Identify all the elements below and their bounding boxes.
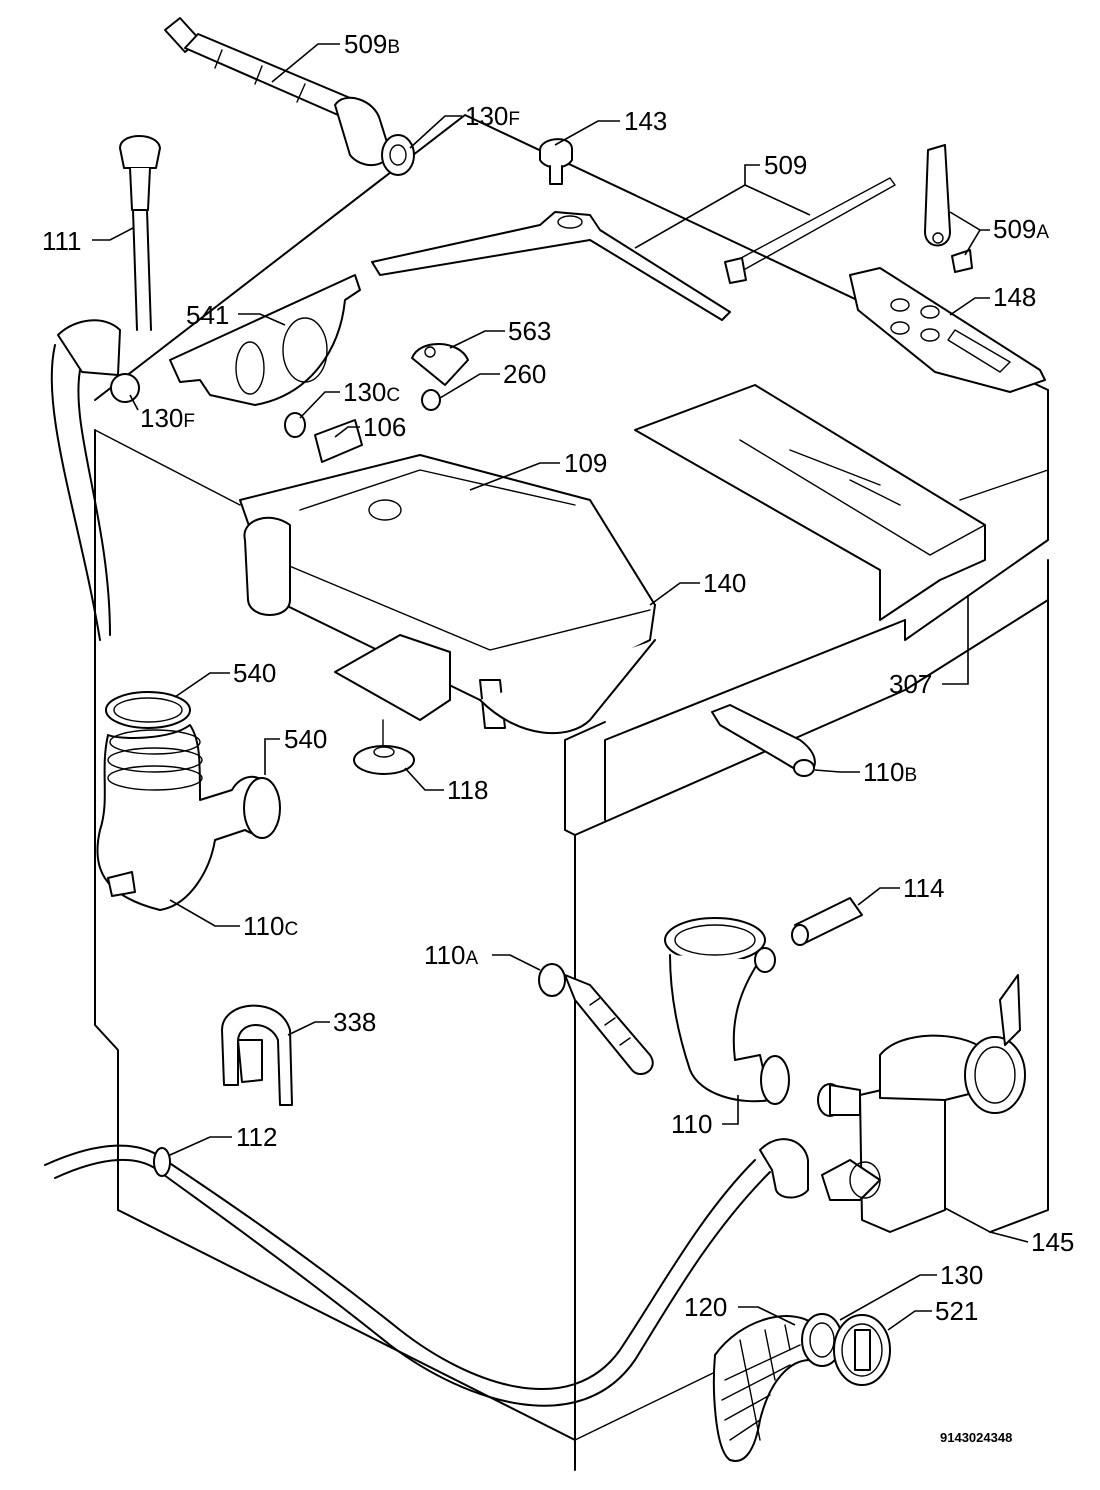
part-338-clip xyxy=(221,1004,293,1106)
part-563-cam xyxy=(411,343,469,386)
callout-120: 120 xyxy=(684,1292,727,1322)
callout-110b: 110B xyxy=(863,757,917,787)
part-540-clamp xyxy=(105,691,191,729)
part-110-elbow-hose xyxy=(664,917,790,1105)
callout-509a: 509A xyxy=(993,214,1049,244)
part-130-ring xyxy=(801,1313,843,1367)
part-109-140-housing xyxy=(239,454,656,735)
callout-521: 521 xyxy=(935,1296,978,1326)
part-110c-bellows xyxy=(96,724,281,911)
cabinet-outline xyxy=(94,114,1049,1471)
part-521-cap xyxy=(833,1314,891,1386)
callout-118: 118 xyxy=(447,775,488,805)
callout-111: 111 xyxy=(42,226,82,256)
part-110b-hose xyxy=(711,704,816,777)
part-260-spring xyxy=(421,389,441,411)
part-118-filter xyxy=(353,719,415,775)
callout-143: 143 xyxy=(624,106,667,136)
callout-110c: 110C xyxy=(243,911,298,941)
part-114-tube xyxy=(791,897,863,946)
part-148-plate xyxy=(849,267,1046,393)
callout-260: 260 xyxy=(503,359,546,389)
callout-130f-top: 130F xyxy=(465,101,520,131)
part-112-drain-hose xyxy=(44,1138,809,1407)
callout-307: 307 xyxy=(889,669,932,699)
callout-130: 130 xyxy=(940,1260,983,1290)
part-130c-spring xyxy=(284,412,306,438)
part-111-supply-hose xyxy=(50,135,161,641)
part-509a-lever xyxy=(924,144,973,273)
callout-563: 563 xyxy=(508,316,551,346)
callout-130c: 130C xyxy=(343,377,400,407)
part-509b-inlet-pipe xyxy=(164,17,415,176)
callout-130f-left: 130F xyxy=(140,403,195,433)
callout-145: 145 xyxy=(1031,1227,1074,1257)
callout-110: 110 xyxy=(671,1109,712,1139)
callout-540-side: 540 xyxy=(284,724,327,754)
callout-338: 338 xyxy=(333,1007,376,1037)
callout-509: 509 xyxy=(764,150,807,180)
callout-106: 106 xyxy=(363,412,406,442)
part-541-panel xyxy=(169,274,361,406)
callout-509b: 509B xyxy=(344,29,400,59)
part-509-linkage xyxy=(371,177,896,321)
callout-109: 109 xyxy=(564,448,607,478)
part-120-filter-cage xyxy=(712,1315,816,1462)
callout-labels: 509B 130F 143 509 509A 111 541 148 563 2… xyxy=(42,29,1074,1326)
part-307-drawer xyxy=(634,384,986,621)
callout-112: 112 xyxy=(236,1122,277,1152)
callout-114: 114 xyxy=(903,873,944,903)
callout-541: 541 xyxy=(186,300,229,330)
leader-lines xyxy=(92,43,1029,1331)
part-106-bracket xyxy=(314,419,363,463)
callout-140: 140 xyxy=(703,568,746,598)
part-143-knob xyxy=(539,138,573,185)
callout-110a: 110A xyxy=(424,940,478,970)
callout-148: 148 xyxy=(993,282,1036,312)
part-110a-hose xyxy=(538,963,654,1075)
part-145-pump xyxy=(817,974,1026,1233)
document-number: 9143024348 xyxy=(940,1430,1012,1445)
callout-540-top: 540 xyxy=(233,658,276,688)
